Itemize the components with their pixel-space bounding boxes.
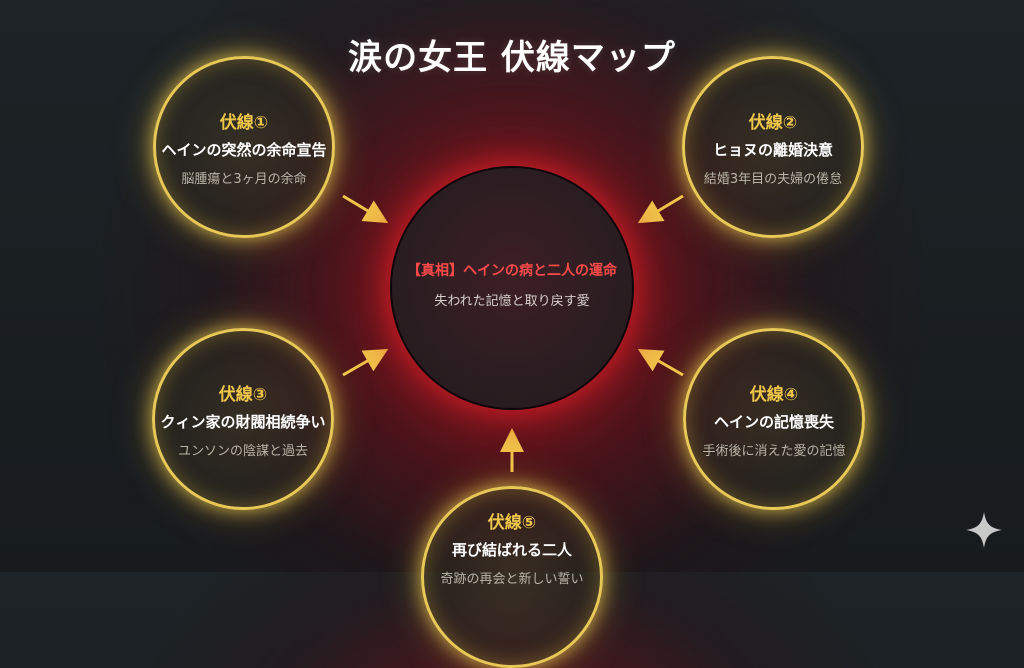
foreshadow-node-1: 伏線① ヘインの突然の余命宣告 脳腫瘍と3ヶ月の余命 — [153, 56, 335, 238]
node-label: 伏線④ — [749, 384, 799, 405]
center-title: 【真相】ヘインの病と二人の運命 — [407, 262, 617, 279]
node-title: クィン家の財閥相続争い — [160, 412, 326, 431]
node-title: ヘインの突然の余命宣告 — [161, 140, 327, 159]
node-subtitle: 奇跡の再会と新しい誓い — [440, 571, 584, 587]
arrow-2 — [637, 194, 684, 224]
node-subtitle: 脳腫瘍と3ヶ月の余命 — [181, 171, 307, 187]
foreshadow-node-3: 伏線③ クィン家の財閥相続争い ユンソンの陰謀と過去 — [152, 328, 334, 510]
center-subtitle: 失われた記憶と取り戻す愛 — [434, 293, 590, 309]
node-label: 伏線③ — [218, 384, 268, 405]
foreshadow-node-4: 伏線④ ヘインの記憶喪失 手術後に消えた愛の記憶 — [683, 328, 865, 510]
foreshadow-node-5: 伏線⑤ 再び結ばれる二人 奇跡の再会と新しい誓い — [421, 486, 603, 668]
node-subtitle: ユンソンの陰謀と過去 — [177, 443, 308, 459]
foreshadow-node-2: 伏線② ヒョヌの離婚決意 結婚3年目の夫婦の倦怠 — [682, 56, 864, 238]
node-label: 伏線⑤ — [487, 512, 537, 533]
node-subtitle: 結婚3年目の夫婦の倦怠 — [703, 171, 843, 187]
page-title: 涙の女王 伏線マップ — [348, 38, 676, 78]
arrow-4 — [637, 349, 684, 377]
node-title: 再び結ばれる二人 — [451, 540, 572, 559]
connector-arrows — [342, 194, 684, 472]
center-truth-node: 【真相】ヘインの病と二人の運命 失われた記憶と取り戻す愛 — [390, 166, 634, 410]
node-title: ヘインの記憶喪失 — [713, 412, 834, 431]
node-title: ヒョヌの離婚決意 — [712, 140, 833, 159]
arrow-1 — [342, 194, 389, 224]
arrow-3 — [342, 349, 389, 377]
node-label: 伏線① — [219, 112, 269, 133]
node-label: 伏線② — [748, 112, 798, 133]
node-subtitle: 手術後に消えた愛の記憶 — [702, 443, 846, 459]
sparkle-icon — [966, 512, 1002, 548]
